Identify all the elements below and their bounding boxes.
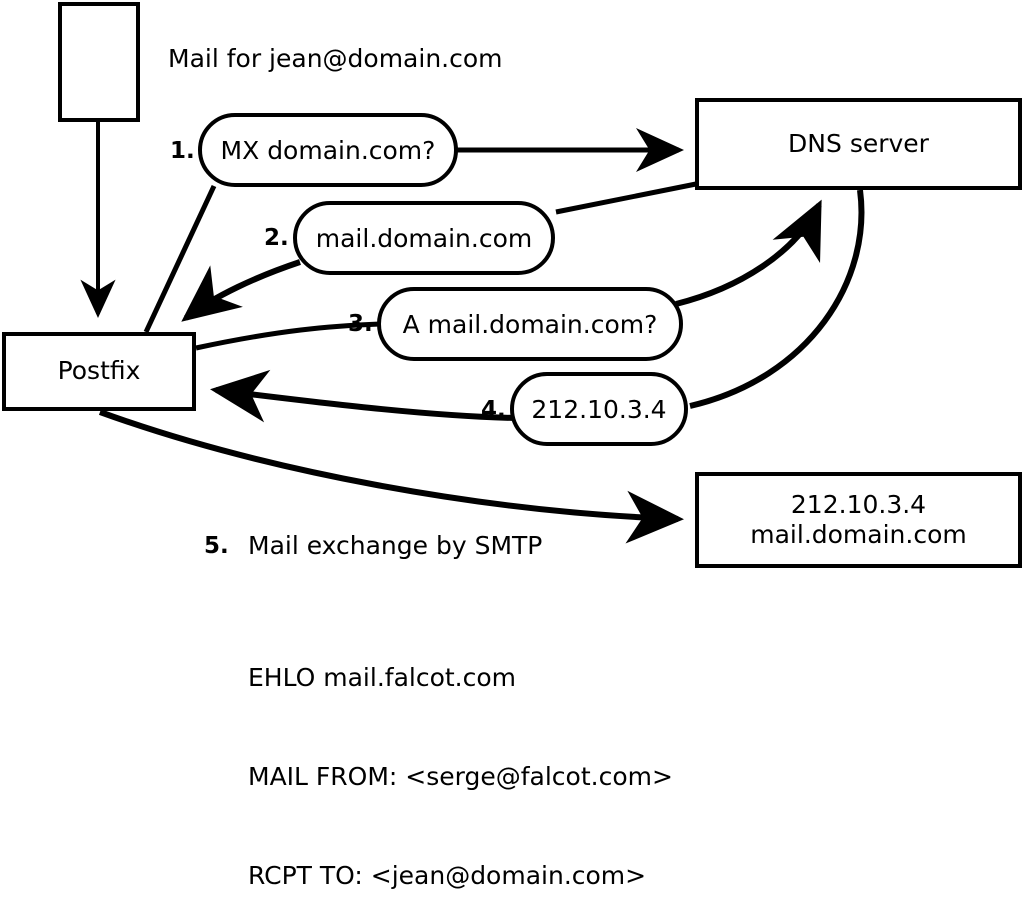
transcript-line: MAIL FROM: <serge@falcot.com> <box>248 762 673 791</box>
connector-step3-to-dns <box>675 199 822 307</box>
node-dns-server[interactable]: DNS server <box>695 98 1022 190</box>
smtp-transcript: EHLO mail.falcot.com MAIL FROM: <serge@f… <box>248 595 673 919</box>
transcript-line: RCPT TO: <jean@domain.com> <box>248 861 647 890</box>
node-client[interactable] <box>58 2 140 122</box>
step-3-number: 3. <box>348 311 373 337</box>
step-5-label: Mail exchange by SMTP <box>248 531 543 560</box>
step-1-number: 1. <box>170 138 195 164</box>
step-2-bubble-label: mail.domain.com <box>315 223 533 253</box>
transcript-line: EHLO mail.falcot.com <box>248 663 517 692</box>
connector-dns-to-step4 <box>689 189 865 409</box>
step-4-bubble-label: 212.10.3.4 <box>531 394 667 424</box>
node-remote-mx[interactable]: 212.10.3.4 mail.domain.com <box>695 472 1022 568</box>
connector-postfix-to-step1 <box>143 184 217 334</box>
node-remote-mx-host: mail.domain.com <box>750 520 967 549</box>
step-4-number: 4. <box>481 397 506 423</box>
connector-dns-to-step2 <box>555 181 697 215</box>
connector-step2-to-postfix <box>181 259 301 322</box>
step-2-bubble[interactable]: mail.domain.com <box>293 201 555 275</box>
node-postfix-label: Postfix <box>57 356 141 386</box>
step-3-bubble[interactable]: A mail.domain.com? <box>377 287 683 361</box>
connector-step4-to-postfix <box>210 369 517 423</box>
step-2-number: 2. <box>264 225 289 251</box>
step-3-bubble-label: A mail.domain.com? <box>402 309 658 339</box>
step-1-bubble[interactable]: MX domain.com? <box>198 113 458 187</box>
step-1-bubble-label: MX domain.com? <box>220 135 436 165</box>
step-5-number: 5. <box>204 533 229 559</box>
node-remote-mx-ip: 212.10.3.4 <box>790 489 927 519</box>
node-postfix[interactable]: Postfix <box>2 332 196 411</box>
step-4-bubble[interactable]: 212.10.3.4 <box>510 372 688 446</box>
node-dns-server-label: DNS server <box>788 128 929 158</box>
page-title: Mail for jean@domain.com <box>168 44 503 73</box>
